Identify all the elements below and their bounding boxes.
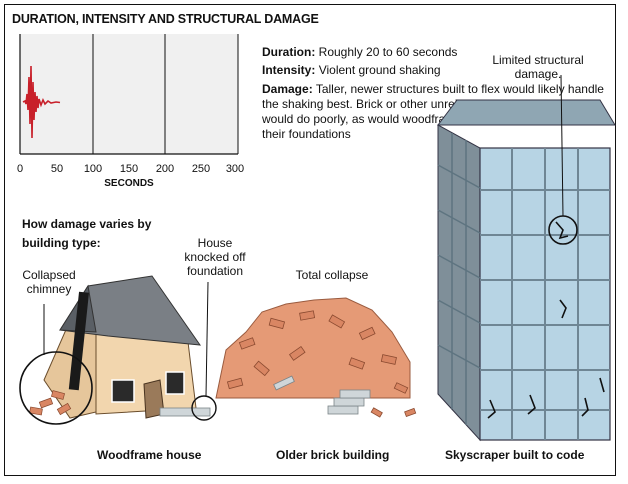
- intensity-label: Intensity:: [262, 63, 316, 77]
- seismic-signal: [22, 65, 61, 139]
- foundation-leader-line: [205, 281, 209, 397]
- tick-label: 0: [17, 163, 23, 175]
- callout-total-collapse: Total collapse: [295, 268, 369, 282]
- callout-house-knocked-off: House knocked off foundation: [184, 236, 246, 278]
- skyscraper-illustration: [436, 74, 616, 442]
- seismograph-chart: 0 50 100 150 200 250 300 SECONDS: [17, 34, 244, 189]
- window-left: [111, 379, 135, 403]
- duration-text: Roughly 20 to 60 seconds: [318, 45, 458, 59]
- chimney-remnant: [68, 291, 89, 391]
- concrete-steps: [273, 375, 371, 415]
- leader-line: [560, 74, 564, 217]
- callout-collapsed-chimney: Collapsed chimney: [22, 268, 76, 296]
- x-axis-label: SECONDS: [104, 178, 154, 189]
- chimney-highlight-circle: [19, 351, 93, 425]
- duration-label: Duration:: [262, 45, 316, 59]
- skyscraper-side: [437, 124, 481, 442]
- chimney-bricks: [29, 390, 72, 416]
- caption-skyscraper: Skyscraper built to code: [445, 448, 585, 462]
- duration-line: Duration: Roughly 20 to 60 seconds: [262, 45, 622, 60]
- tick-label: 250: [192, 163, 210, 175]
- caption-brick-building: Older brick building: [276, 448, 390, 462]
- damage-label: Damage:: [262, 82, 313, 96]
- how-damage-heading: How damage varies by building type:: [22, 217, 152, 250]
- tick-label: 300: [226, 163, 244, 175]
- window-right: [165, 371, 185, 395]
- window-grid: [480, 148, 610, 440]
- tick-label: 150: [120, 163, 138, 175]
- graphic-title: DURATION, INTENSITY AND STRUCTURAL DAMAG…: [12, 12, 319, 26]
- side-grid: [437, 133, 481, 425]
- brick-rubble-illustration: [215, 297, 417, 418]
- tick-label: 200: [156, 163, 174, 175]
- woodframe-house-illustration: [19, 275, 217, 425]
- foundation-slab: [159, 407, 211, 417]
- intensity-text: Violent ground shaking: [318, 63, 441, 77]
- caption-woodframe-house: Woodframe house: [97, 448, 202, 462]
- crack-marks: [487, 221, 605, 419]
- foundation-highlight-circle: [191, 395, 217, 421]
- skyscraper-roof: [436, 99, 616, 126]
- seismograph-background: [20, 34, 238, 154]
- callout-limited-damage: Limited structural damage.: [492, 53, 584, 81]
- tick-label: 100: [84, 163, 102, 175]
- tick-label: 50: [51, 163, 63, 175]
- loose-bricks: [226, 310, 417, 418]
- intensity-line: Intensity: Violent ground shaking: [262, 63, 622, 78]
